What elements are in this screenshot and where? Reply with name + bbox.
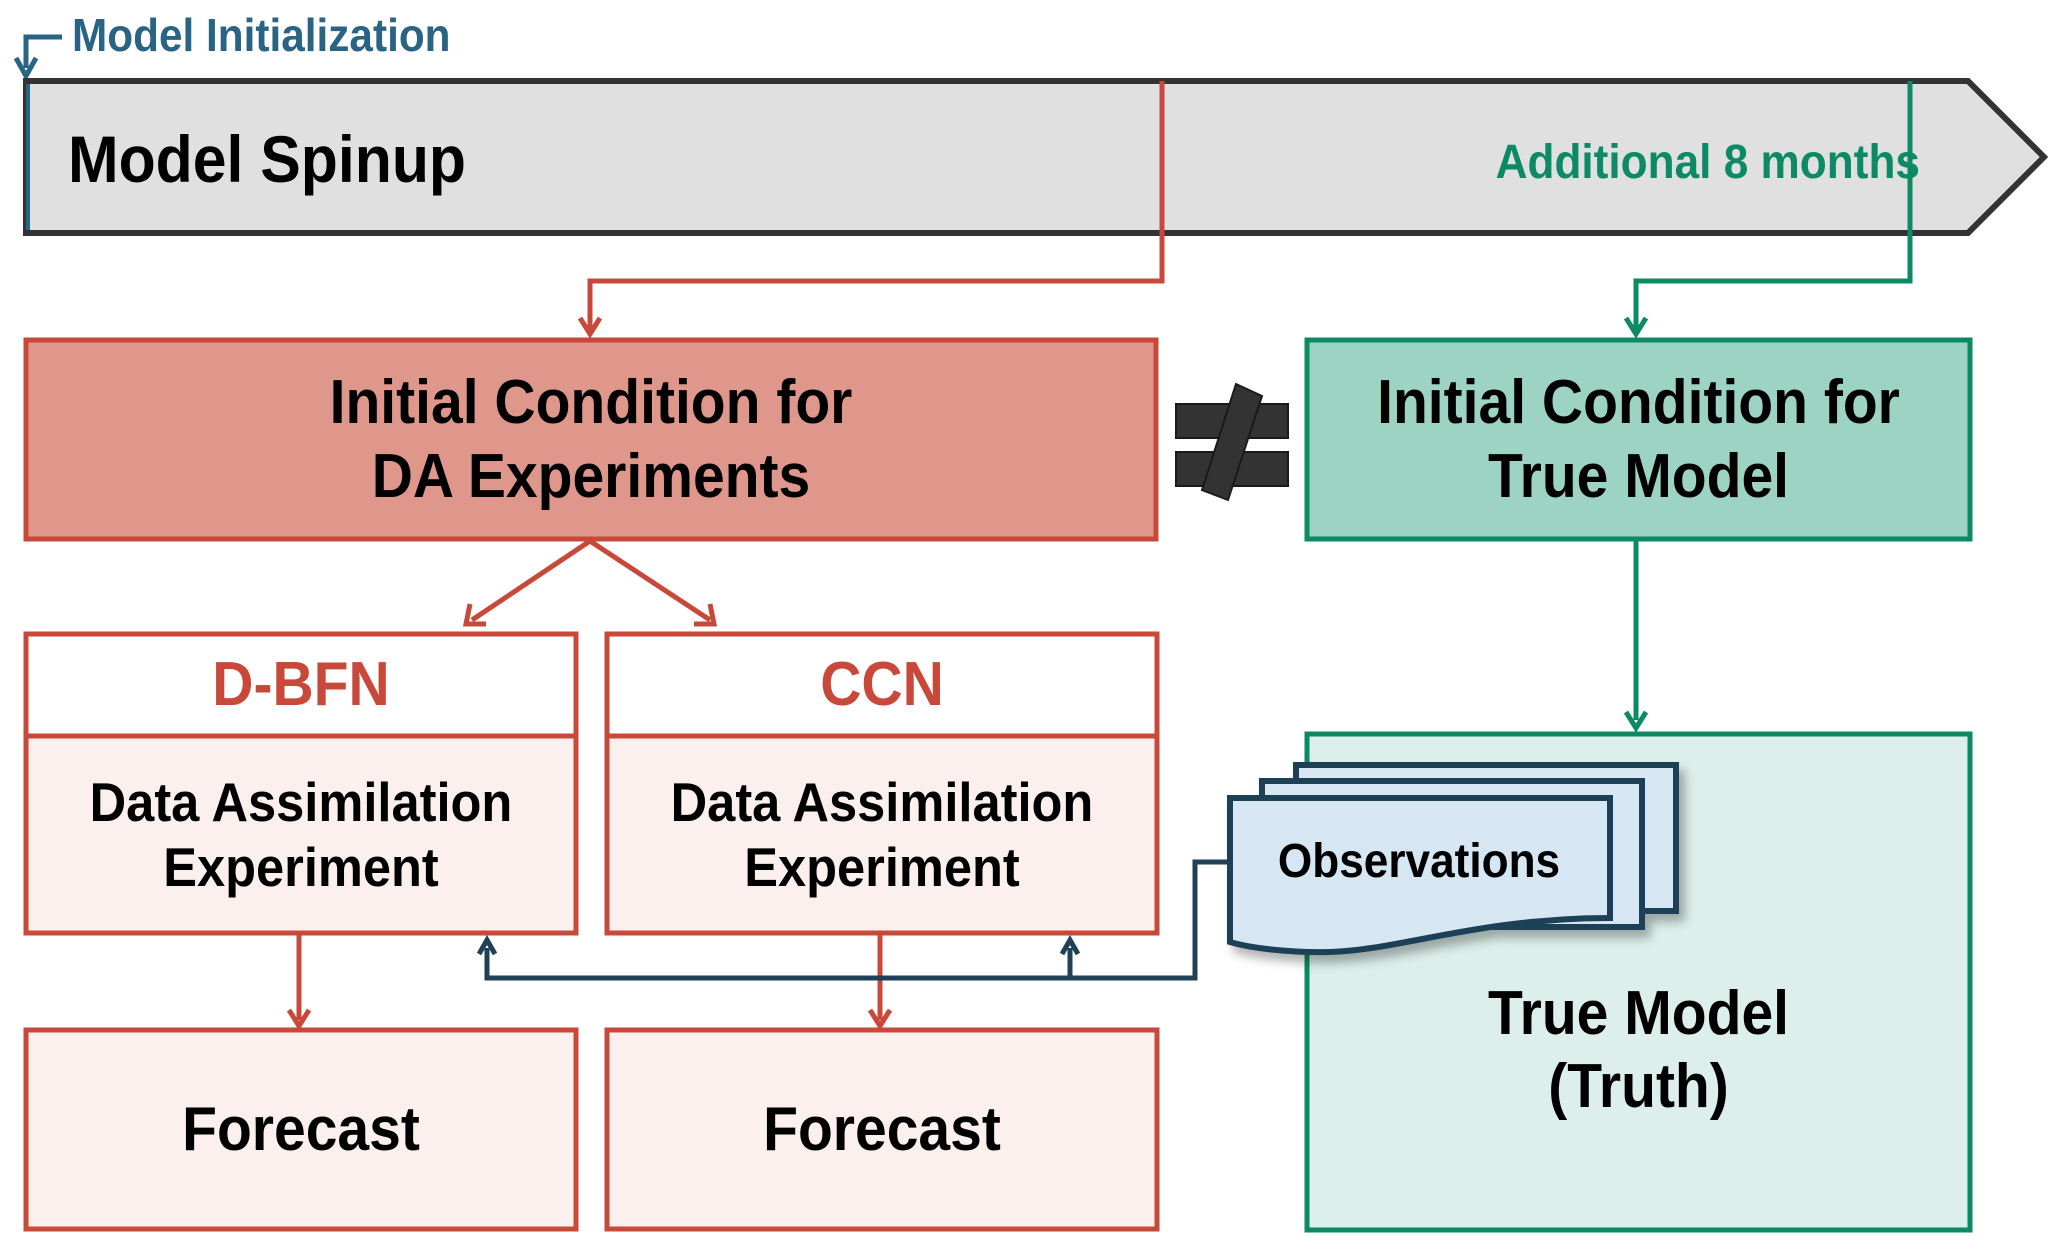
arrowhead-icon (1623, 710, 1649, 733)
arrowhead-icon (286, 1008, 312, 1031)
arrowhead-icon (867, 1008, 893, 1031)
ic-da-box (23, 337, 1159, 542)
not-equal-icon (1175, 382, 1289, 502)
dbfn-box (23, 631, 579, 936)
ic-true-label: Initial Condition for True Model (1377, 368, 1900, 511)
ccn-title: CCN (820, 650, 944, 720)
observations-label: Observations (1277, 834, 1561, 888)
ccn-box (604, 631, 1160, 936)
true-model-label: True Model (Truth) (1487, 978, 1790, 1121)
model-spinup-label: Model Spinup (68, 122, 467, 197)
arrowhead-icon (462, 603, 486, 627)
additional-months-label: Additional 8 months (1495, 135, 1920, 189)
ic-true-box (1304, 337, 1973, 542)
arrowhead-icon (577, 316, 603, 339)
dbfn-title: D-BFN (212, 650, 390, 720)
observation-feedback-connector (484, 859, 1228, 981)
model-initialization-label: Model Initialization (72, 8, 451, 61)
forecast-box-ccn (604, 1027, 1160, 1232)
arrowhead-icon (476, 934, 498, 956)
ic-da-label: Initial Condition for DA Experiments (329, 368, 853, 511)
dbfn-body: Data Assimilation Experiment (89, 770, 513, 898)
init-arrow-icon (13, 34, 62, 82)
forecast-box-dbfn (23, 1027, 579, 1232)
arrowhead-icon (1623, 316, 1649, 339)
forecast-label-ccn: Forecast (763, 1094, 1001, 1164)
spinup-to-da-connector (587, 81, 1165, 330)
arrowhead-icon (1059, 934, 1081, 956)
forecast-label-dbfn: Forecast (182, 1094, 420, 1164)
ccn-body: Data Assimilation Experiment (670, 770, 1094, 898)
da-to-ccn-connector (588, 538, 712, 623)
da-to-dbfn-connector (470, 538, 592, 623)
observations-stack (1227, 762, 1679, 956)
arrowhead-icon (694, 603, 718, 627)
spinup-to-true-connector (1633, 81, 1913, 330)
